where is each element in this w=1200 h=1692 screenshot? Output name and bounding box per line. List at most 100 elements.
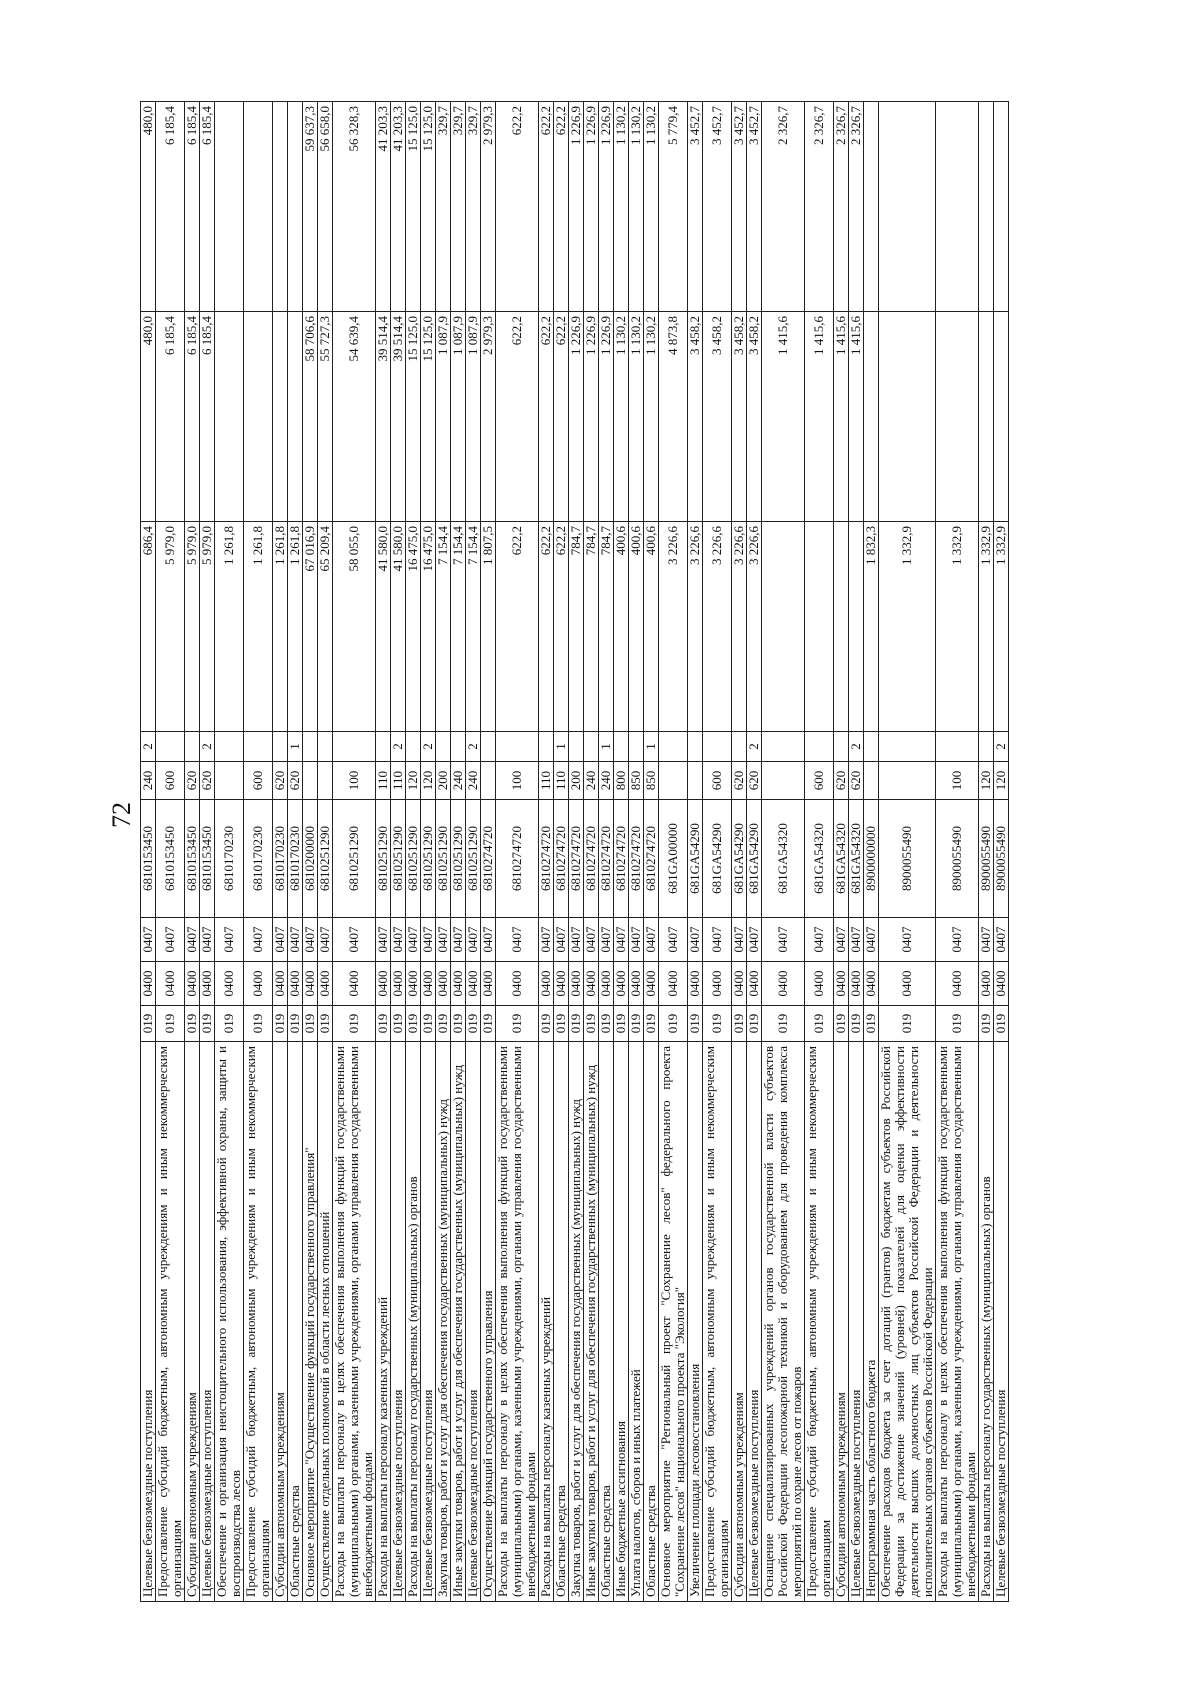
table-row: Иные закупки товаров, работ и услуг для … <box>450 101 466 1602</box>
expense-type-cell: 240 <box>465 761 481 800</box>
funding-source-cell <box>480 731 496 762</box>
expense-type-cell <box>658 761 688 800</box>
amount-year2-cell: 1 226,9 <box>583 311 599 522</box>
amount-year3-cell: 6 185,4 <box>155 101 185 312</box>
subsection-code-cell: 0407 <box>184 917 200 962</box>
table-row: Оснащение специализированных учреждений … <box>761 101 805 1602</box>
expense-type-cell: 100 <box>495 761 539 800</box>
target-article-cell: 6810170230 <box>243 799 273 918</box>
table-row: Предоставление субсидий бюджетным, автон… <box>804 101 834 1602</box>
subsection-code-cell: 0407 <box>702 917 732 962</box>
section-code-cell: 0400 <box>243 961 273 1006</box>
subsection-code-cell: 0407 <box>993 917 1009 962</box>
expense-type-cell: 240 <box>450 761 466 800</box>
amount-year2-cell: 622,2 <box>553 311 569 522</box>
expense-type-cell: 620 <box>272 761 288 800</box>
expense-type-cell <box>863 761 879 800</box>
row-name-cell: Оснащение специализированных учреждений … <box>761 1041 805 1602</box>
expense-type-cell: 620 <box>731 761 747 800</box>
section-code-cell: 0400 <box>390 961 406 1006</box>
row-name-cell: Расходы на выплаты персоналу казенных уч… <box>375 1041 391 1602</box>
ministry-code-cell: 019 <box>878 1005 936 1042</box>
row-name-cell: Иные бюджетные ассигнования <box>613 1041 629 1602</box>
amount-year1-cell: 3 226,6 <box>702 521 732 732</box>
table-row: Расходы на выплаты персоналу в целях обе… <box>935 101 979 1602</box>
row-name-cell: Предоставление субсидий бюджетным, автон… <box>702 1041 732 1602</box>
funding-source-cell <box>435 731 451 762</box>
amount-year2-cell <box>935 311 979 522</box>
amount-year1-cell: 3 226,6 <box>658 521 688 732</box>
amount-year1-cell: 622,2 <box>553 521 569 732</box>
target-article-cell: 6810274720 <box>643 799 659 918</box>
table-row: Предоставление субсидий бюджетным, автон… <box>243 101 273 1602</box>
funding-source-cell <box>405 731 421 762</box>
amount-year1-cell: 400,6 <box>613 521 629 732</box>
table-row: Расходы на выплаты персоналу в целях обе… <box>332 101 376 1602</box>
amount-year1-cell: 686,4 <box>140 521 156 732</box>
amount-year3-cell: 3 452,7 <box>702 101 732 312</box>
amount-year2-cell <box>272 311 288 522</box>
expense-type-cell: 620 <box>833 761 849 800</box>
expense-type-cell: 240 <box>583 761 599 800</box>
target-article-cell: 681GA54320 <box>833 799 849 918</box>
funding-source-cell: 1 <box>553 731 569 762</box>
subsection-code-cell: 0407 <box>643 917 659 962</box>
ministry-code-cell: 019 <box>140 1005 156 1042</box>
amount-year2-cell: 6 185,4 <box>155 311 185 522</box>
row-name-cell: Предоставление субсидий бюджетным, автон… <box>155 1041 185 1602</box>
target-article-cell: 6810153450 <box>140 799 156 918</box>
ministry-code-cell: 019 <box>495 1005 539 1042</box>
amount-year2-cell: 6 185,4 <box>199 311 215 522</box>
amount-year3-cell <box>935 101 979 312</box>
section-code-cell: 0400 <box>702 961 732 1006</box>
expense-type-cell: 200 <box>568 761 584 800</box>
section-code-cell: 0400 <box>643 961 659 1006</box>
amount-year1-cell: 3 226,6 <box>731 521 747 732</box>
row-name-cell: Субсидии автономным учреждениям <box>833 1041 849 1602</box>
funding-source-cell <box>878 731 936 762</box>
amount-year3-cell: 15 125,0 <box>405 101 421 312</box>
amount-year1-cell: 784,7 <box>568 521 584 732</box>
section-code-cell: 0400 <box>613 961 629 1006</box>
amount-year2-cell: 1 130,2 <box>613 311 629 522</box>
amount-year1-cell <box>761 521 805 732</box>
row-name-cell: Осуществление отдельных полномочий в обл… <box>317 1041 333 1602</box>
subsection-code-cell: 0407 <box>332 917 376 962</box>
ministry-code-cell: 019 <box>199 1005 215 1042</box>
amount-year1-cell: 1 332,9 <box>935 521 979 732</box>
amount-year3-cell: 1 130,2 <box>628 101 644 312</box>
funding-source-cell: 2 <box>199 731 215 762</box>
target-article-cell: 6810153450 <box>184 799 200 918</box>
table-row: Обеспечение и организация неистощительно… <box>214 101 244 1602</box>
funding-source-cell <box>863 731 879 762</box>
section-code-cell: 0400 <box>375 961 391 1006</box>
target-article-cell: 6810274720 <box>628 799 644 918</box>
subsection-code-cell: 0407 <box>613 917 629 962</box>
row-name-cell: Субсидии автономным учреждениям <box>272 1041 288 1602</box>
table-row: Расходы на выплаты персоналу в целях обе… <box>495 101 539 1602</box>
subsection-code-cell: 0407 <box>390 917 406 962</box>
amount-year1-cell: 16 475,0 <box>420 521 436 732</box>
target-article-cell: 6810251290 <box>332 799 376 918</box>
row-name-cell: Основное мероприятие "Региональный проек… <box>658 1041 688 1602</box>
target-article-cell: 8900055490 <box>978 799 994 918</box>
expense-type-cell: 620 <box>746 761 762 800</box>
section-code-cell: 0400 <box>480 961 496 1006</box>
row-name-cell: Предоставление субсидий бюджетным, автон… <box>804 1041 834 1602</box>
amount-year2-cell: 2 979,3 <box>480 311 496 522</box>
amount-year3-cell: 1 226,9 <box>568 101 584 312</box>
funding-source-cell <box>687 731 703 762</box>
table-row: Расходы на выплаты персоналу государстве… <box>405 101 421 1602</box>
subsection-code-cell: 0407 <box>450 917 466 962</box>
amount-year1-cell: 58 055,0 <box>332 521 376 732</box>
subsection-code-cell: 0407 <box>568 917 584 962</box>
amount-year1-cell: 41 580,0 <box>375 521 391 732</box>
amount-year2-cell: 1 226,9 <box>598 311 614 522</box>
